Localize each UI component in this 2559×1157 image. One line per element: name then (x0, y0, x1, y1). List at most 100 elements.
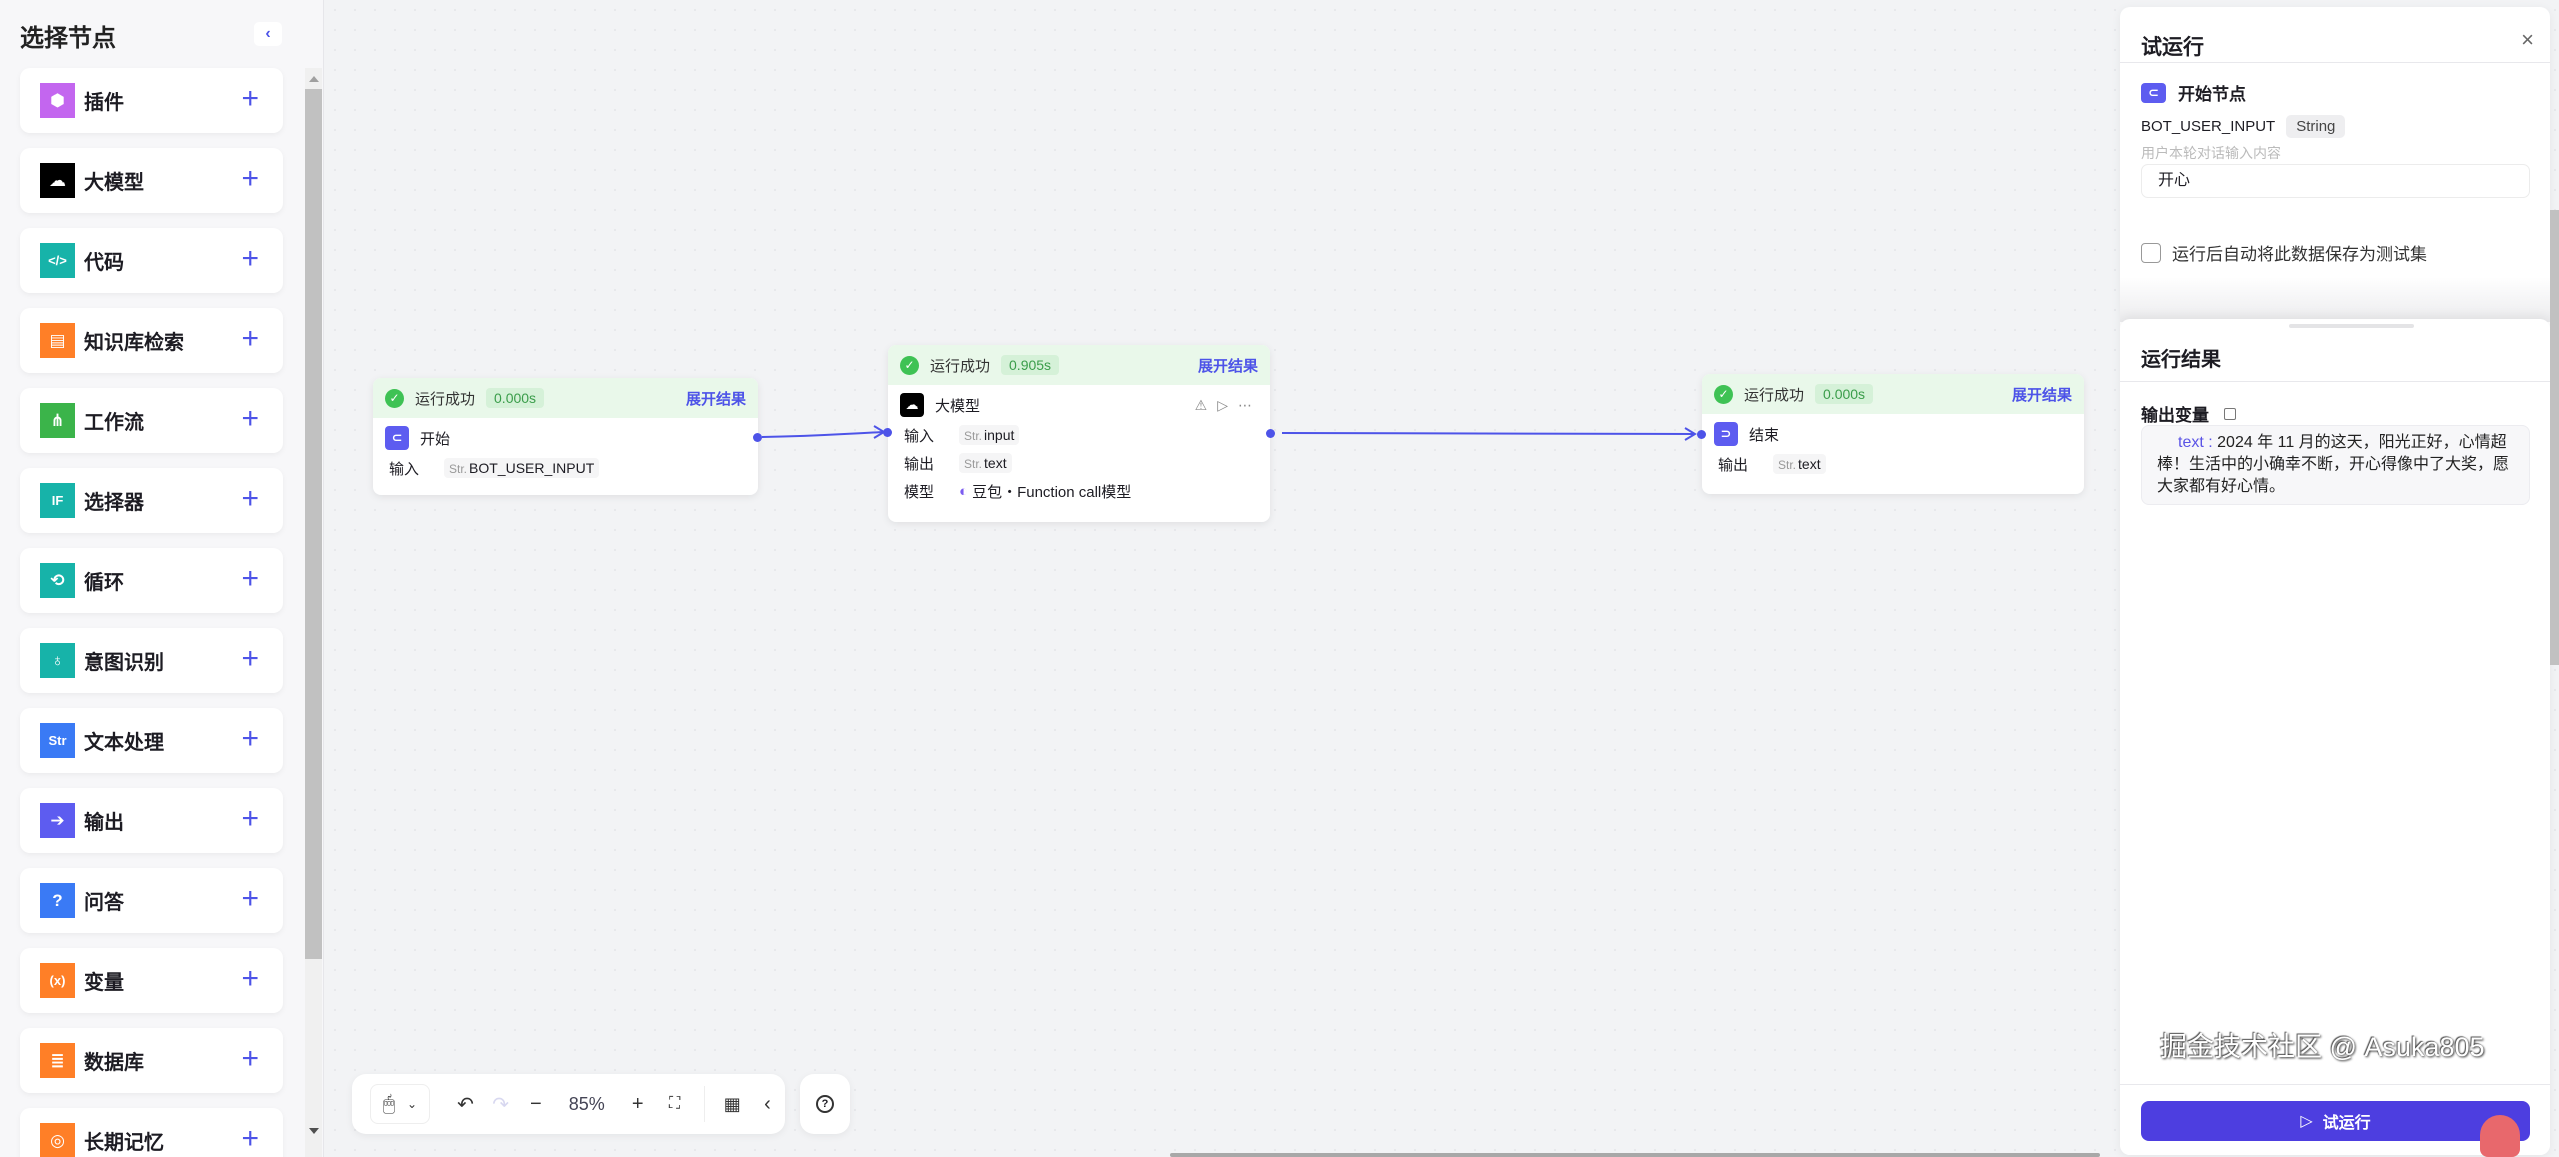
node-card-label: 问答 (84, 892, 124, 914)
row-label: 输入 (904, 427, 935, 445)
node-card-loop[interactable]: ⟲循环+ (20, 548, 283, 613)
divider (2120, 381, 2550, 382)
output-variable-label: 输出变量 (2141, 406, 2209, 425)
edge-start-llm[interactable] (761, 431, 885, 438)
add-node-button[interactable]: + (241, 402, 259, 435)
node-card-question[interactable]: ?问答+ (20, 868, 283, 933)
node-card-label: 插件 (84, 92, 124, 114)
line-style-button[interactable]: ‹ (750, 1086, 785, 1122)
fit-view-button[interactable]: ⛶ (655, 1086, 694, 1122)
node-card-output[interactable]: ➔输出+ (20, 788, 283, 853)
condition-if-icon: IF (40, 483, 75, 518)
redo-button[interactable]: ↷ (483, 1086, 518, 1122)
checkbox-label: 运行后自动将此数据保存为测试集 (2172, 245, 2427, 264)
end-input-port[interactable] (1697, 430, 1706, 439)
undo-icon: ↶ (457, 1093, 474, 1116)
zoom-in-button[interactable]: + (620, 1086, 655, 1122)
add-node-button[interactable]: + (241, 482, 259, 515)
bot-user-input-field[interactable]: 开心 (2141, 164, 2530, 198)
add-node-button[interactable]: + (241, 82, 259, 115)
text-process-icon: Str (40, 723, 75, 758)
test-run-button-label: 试运行 (2322, 1115, 2371, 1132)
type-tag: Str.text (959, 453, 1012, 473)
variable-hint: 用户本轮对话输入内容 (2141, 145, 2281, 161)
start-output-port[interactable] (753, 433, 762, 442)
llm-ghost-icon: ☁ (900, 393, 924, 417)
undo-button[interactable]: ↶ (448, 1086, 483, 1122)
node-card-variable[interactable]: (x)变量+ (20, 948, 283, 1013)
scroll-down-icon[interactable] (309, 1128, 319, 1134)
node-card-label: 意图识别 (84, 652, 164, 674)
llm-input-port[interactable] (883, 428, 892, 437)
add-node-button[interactable]: + (241, 962, 259, 995)
auto-layout-button[interactable]: ▦ (715, 1086, 750, 1122)
node-card-knowledge-search[interactable]: ▤知识库检索+ (20, 308, 283, 373)
add-node-button[interactable]: + (241, 562, 259, 595)
more-icon[interactable]: ⋯ (1238, 396, 1252, 413)
close-button[interactable]: × (2521, 27, 2534, 53)
add-node-button[interactable]: + (241, 642, 259, 675)
add-node-button[interactable]: + (241, 1042, 259, 1075)
scroll-up-icon[interactable] (309, 76, 319, 82)
node-card-plugin-cube[interactable]: ⬢插件+ (20, 68, 283, 133)
test-run-button[interactable]: ▷试运行 (2141, 1101, 2530, 1141)
collapse-sidebar-button[interactable]: ‹ (254, 22, 282, 46)
node-card-label: 变量 (84, 972, 124, 994)
node-card-workflow[interactable]: ⋔工作流+ (20, 388, 283, 453)
sidebar-scrollbar[interactable] (305, 68, 322, 1157)
node-card-label: 知识库检索 (84, 332, 184, 354)
canvas-horizontal-scrollbar[interactable] (1170, 1153, 2100, 1157)
add-node-button[interactable]: + (241, 802, 259, 835)
scrollbar-thumb[interactable] (305, 89, 322, 959)
node-card-label: 大模型 (84, 172, 144, 194)
zoom-level[interactable]: 85% (568, 1093, 605, 1114)
add-node-button[interactable]: + (241, 162, 259, 195)
edge-llm-end[interactable] (1281, 432, 1696, 435)
type-tag: Str.text (1773, 454, 1826, 474)
run-node-icon[interactable]: ▷ (1217, 396, 1228, 413)
expand-result-link[interactable]: 展开结果 (685, 390, 746, 408)
fade (2120, 277, 2550, 322)
run-time-badge: 0.905s (1001, 355, 1060, 375)
mascot-image (2480, 1115, 2520, 1157)
run-result-section: 运行结果 输出变量 text : 2024 年 11 月的这天，阳光正好，心情超… (2120, 319, 2550, 1155)
node-card-database[interactable]: ≣数据库+ (20, 1028, 283, 1093)
add-node-button[interactable]: + (241, 1122, 259, 1155)
expand-result-link[interactable]: 展开结果 (2011, 386, 2072, 404)
mouse-icon: 🖱 (382, 1092, 395, 1115)
success-check-icon: ✓ (1714, 384, 1733, 404)
help-button[interactable]: ? (800, 1074, 850, 1134)
zoom-out-button[interactable]: − (518, 1086, 553, 1122)
llm-output-port[interactable] (1266, 429, 1275, 438)
node-card-label: 输出 (84, 812, 124, 834)
success-check-icon: ✓ (385, 388, 404, 408)
interaction-mode-select[interactable]: 🖱⌄ (370, 1084, 430, 1124)
panel-scrollbar[interactable] (2550, 210, 2559, 665)
branch-line-icon: ‹ (764, 1092, 771, 1115)
add-node-button[interactable]: + (241, 882, 259, 915)
node-card-memory[interactable]: ◎长期记忆+ (20, 1108, 283, 1157)
add-node-button[interactable]: + (241, 242, 259, 275)
node-card-intent-bulb[interactable]: ♁意图识别+ (20, 628, 283, 693)
result-title: 运行结果 (2141, 349, 2221, 371)
expand-result-link[interactable]: 展开结果 (1197, 357, 1258, 375)
copy-icon[interactable] (2224, 407, 2236, 420)
checkbox[interactable] (2141, 242, 2161, 263)
node-card-llm-ghost[interactable]: ☁大模型+ (20, 148, 283, 213)
resize-handle[interactable] (2289, 324, 2414, 328)
run-time-badge: 0.000s (486, 388, 545, 408)
debug-icon[interactable]: ⚠ (1194, 396, 1208, 413)
add-node-button[interactable]: + (241, 322, 259, 355)
divider (2120, 62, 2550, 63)
node-card-code[interactable]: </>代码+ (20, 228, 283, 293)
add-node-button[interactable]: + (241, 722, 259, 755)
save-testset-checkbox[interactable]: 运行后自动将此数据保存为测试集 (2141, 240, 2427, 265)
